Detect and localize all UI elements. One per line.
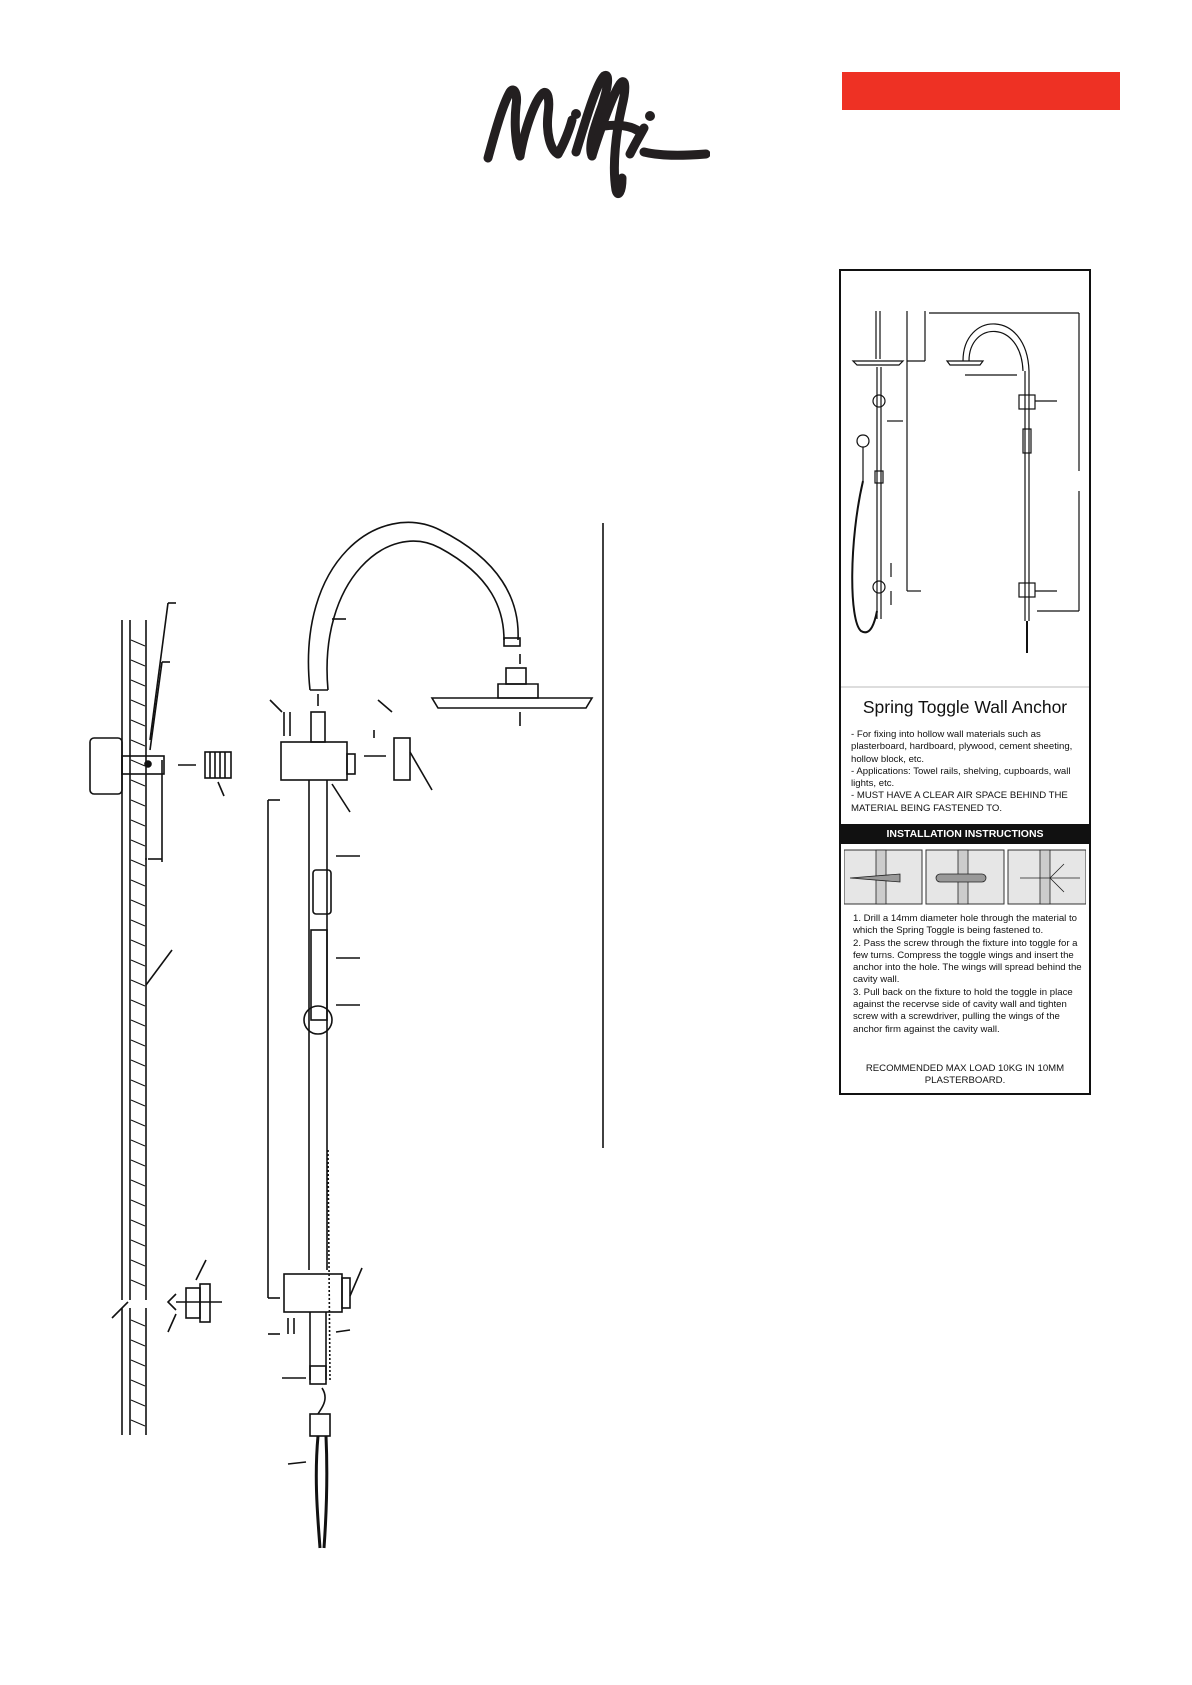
riser-rail xyxy=(267,780,360,1299)
installation-step-illustrations xyxy=(844,849,1086,905)
gooseneck-arm xyxy=(307,521,521,706)
max-load-note: RECOMMENDED MAX LOAD 10KG IN 10MM PLASTE… xyxy=(865,1063,1065,1087)
red-banner xyxy=(842,72,1120,110)
installation-step: 2. Pass the screw through the fixture in… xyxy=(853,937,1082,986)
shower-head xyxy=(430,654,594,726)
anchor-bullet: - Applications: Towel rails, shelving, c… xyxy=(851,765,1071,790)
shower-hose xyxy=(287,1149,331,1549)
anchor-info-card: Spring Toggle Wall Anchor - For fixing i… xyxy=(839,269,1091,1095)
wall-section xyxy=(111,602,176,1435)
installation-heading: INSTALLATION INSTRUCTIONS xyxy=(841,824,1089,844)
shower-exploded-diagram xyxy=(89,521,604,1549)
installation-steps: 1. Drill a 14mm diameter hole through th… xyxy=(853,913,1083,1036)
anchor-card-title: Spring Toggle Wall Anchor xyxy=(862,697,1068,717)
anchor-bullet: - MUST HAVE A CLEAR AIR SPACE BEHIND THE… xyxy=(851,790,1068,814)
anchor-bullet: - For fixing into hollow wall materials … xyxy=(851,729,1073,765)
shower-dimension-drawing xyxy=(841,311,1089,688)
milli-logo xyxy=(483,70,710,198)
installation-step: 3. Pull back on the fixture to hold the … xyxy=(853,986,1073,1035)
top-mount-block xyxy=(269,699,433,813)
bottom-bracket xyxy=(166,1259,363,1385)
anchor-bullet-list: - For fixing into hollow wall materials … xyxy=(851,729,1083,815)
installation-step: 1. Drill a 14mm diameter hole through th… xyxy=(853,913,1077,937)
top-wall-bracket xyxy=(89,737,232,797)
